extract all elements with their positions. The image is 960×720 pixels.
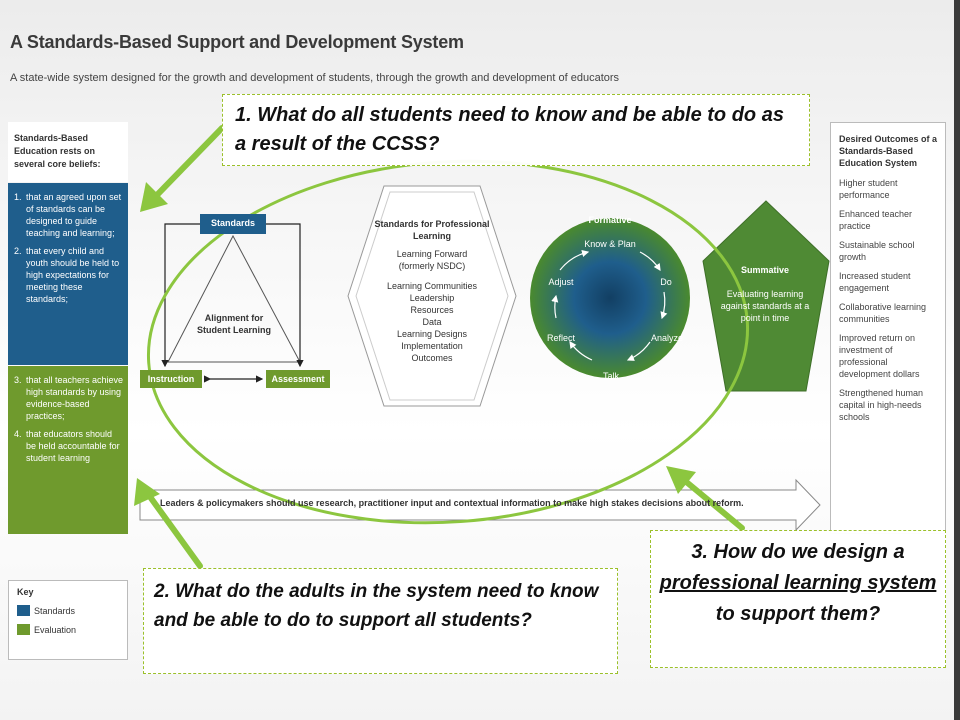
summative-text: Evaluating learning against standards at… bbox=[720, 289, 810, 323]
pointer-arrow-q1 bbox=[153, 125, 225, 199]
belief-number: 4. bbox=[14, 429, 22, 439]
outcome-item: Collaborative learning communities bbox=[839, 302, 927, 324]
professional-learning-inner-outline bbox=[355, 191, 509, 401]
step-adjust: Adjust bbox=[548, 277, 574, 287]
summative-pentagon bbox=[702, 200, 830, 392]
pl-line: Leadership bbox=[409, 293, 455, 303]
belief-text: that every child and youth should be hel… bbox=[26, 246, 120, 304]
question-3-suffix: to support them? bbox=[715, 603, 881, 625]
pointer-arrow-q2 bbox=[145, 491, 203, 569]
assessment-node: Assessment bbox=[266, 370, 330, 388]
belief-number: 2. bbox=[14, 246, 22, 256]
belief-text: that educators should be held accountabl… bbox=[26, 429, 120, 463]
pl-line: Implementation bbox=[401, 341, 463, 351]
pl-line: Learning Communities bbox=[386, 281, 478, 291]
policymakers-text: Leaders & policymakers should use resear… bbox=[160, 498, 744, 508]
legend-key: Key Standards Evaluation bbox=[8, 580, 128, 660]
pl-line: Learning Designs bbox=[396, 329, 468, 339]
cycle-arrow bbox=[639, 251, 661, 272]
step-reflect: Reflect bbox=[546, 333, 575, 343]
outcome-item: Enhanced teacher practice bbox=[839, 209, 913, 231]
professional-learning-heading: Standards for Professional Learning bbox=[374, 219, 490, 241]
summative-label: Summative bbox=[740, 265, 790, 275]
cycle-arrow bbox=[551, 294, 559, 319]
alignment-label: Alignment for Student Learning bbox=[197, 313, 271, 335]
pointer-arrowhead-q2 bbox=[134, 478, 160, 506]
page-title: A Standards-Based Support and Developmen… bbox=[10, 32, 464, 52]
belief-number: 3. bbox=[14, 375, 22, 385]
formative-label: Formative bbox=[588, 215, 632, 225]
outcome-item: Higher student performance bbox=[839, 178, 898, 200]
step-do: Do bbox=[660, 277, 672, 287]
pl-line: Outcomes bbox=[411, 353, 453, 363]
belief-text: that all teachers achieve high standards… bbox=[26, 375, 124, 421]
right-edge-bar bbox=[954, 0, 960, 720]
belief-item: 3. that all teachers achieve high standa… bbox=[14, 374, 124, 422]
pl-line: Data bbox=[422, 317, 442, 327]
cycle-arrow bbox=[626, 341, 651, 361]
cycle-arrow bbox=[660, 291, 668, 320]
pointer-arrowhead-q3 bbox=[666, 466, 696, 494]
arrow-standards-assessment bbox=[266, 223, 304, 368]
policymakers-arrow bbox=[139, 478, 821, 532]
beliefs-heading: Standards-Based Education rests on sever… bbox=[8, 122, 128, 182]
question-3-underlined: professional learning system bbox=[659, 572, 937, 594]
pointer-arrow-q3 bbox=[681, 477, 745, 531]
evaluation-swatch bbox=[17, 624, 30, 635]
pointer-arrowhead-q1 bbox=[140, 182, 168, 212]
step-talk: Talk bbox=[602, 371, 619, 381]
pl-line: (formerly NSDC) bbox=[398, 261, 466, 271]
standards-swatch bbox=[17, 605, 30, 616]
outcome-item: Increased student engagement bbox=[839, 271, 911, 293]
belief-item: 4. that educators should be held account… bbox=[14, 428, 124, 464]
step-analyze: Analyze bbox=[650, 333, 684, 343]
pl-line: Learning Forward bbox=[396, 249, 468, 259]
outcomes-heading: Desired Outcomes of a Standards-Based Ed… bbox=[839, 134, 938, 168]
cycle-arrow bbox=[559, 249, 590, 271]
outcome-item: Sustainable school growth bbox=[839, 240, 915, 262]
belief-number: 1. bbox=[14, 192, 22, 202]
cycle-arrow bbox=[569, 341, 593, 361]
key-item: Standards bbox=[17, 605, 119, 616]
question-3-prefix: 3. How do we design a bbox=[691, 541, 905, 563]
page-subtitle: A state-wide system designed for the gro… bbox=[10, 72, 620, 84]
question-3-box: 3. How do we design a professional learn… bbox=[650, 530, 946, 668]
beliefs-standards-box: 1. that an agreed upon set of standards … bbox=[8, 183, 128, 365]
belief-item: 1. that an agreed upon set of standards … bbox=[14, 191, 124, 239]
step-know-plan: Know & Plan bbox=[584, 239, 636, 249]
professional-learning-hexagon bbox=[347, 185, 517, 407]
outcome-item: Improved return on investment of profess… bbox=[839, 333, 920, 379]
outcomes-box: Desired Outcomes of a Standards-Based Ed… bbox=[830, 122, 946, 534]
outcome-item: Strengthened human capital in high-needs… bbox=[839, 388, 924, 422]
key-item: Evaluation bbox=[17, 624, 119, 635]
instruction-node: Instruction bbox=[140, 370, 202, 388]
beliefs-evaluation-box: 3. that all teachers achieve high standa… bbox=[8, 366, 128, 534]
key-label: Evaluation bbox=[34, 624, 77, 635]
professional-learning-list: Learning Forward (formerly NSDC) Learnin… bbox=[372, 248, 492, 364]
question-1-box: 1. What do all students need to know and… bbox=[222, 94, 810, 166]
belief-text: that an agreed upon set of standards can… bbox=[26, 192, 122, 238]
belief-item: 2. that every child and youth should be … bbox=[14, 245, 124, 305]
pl-spacer bbox=[372, 272, 492, 280]
key-label: Standards bbox=[34, 605, 76, 616]
question-2-box: 2. What do the adults in the system need… bbox=[143, 568, 618, 674]
pl-line: Resources bbox=[410, 305, 454, 315]
key-heading: Key bbox=[17, 587, 34, 597]
arrow-standards-instruction bbox=[161, 223, 200, 368]
standards-node: Standards bbox=[200, 214, 266, 234]
alignment-triangle bbox=[167, 234, 301, 363]
